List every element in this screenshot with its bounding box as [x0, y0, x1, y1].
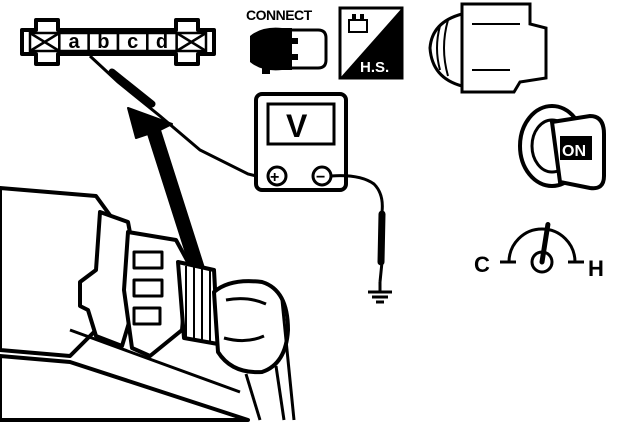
ignition-switch-icon: ON: [518, 104, 606, 191]
positive-probe: [108, 68, 156, 108]
connector-pin-a: a: [68, 31, 80, 53]
positive-test-lead: [88, 54, 266, 180]
temperature-sensor-assembly: [0, 186, 296, 422]
voltmeter: V + −: [254, 92, 348, 192]
gauge-cold-label: C: [474, 252, 490, 277]
connect-label: CONNECT: [246, 7, 313, 23]
negative-test-lead: [330, 174, 384, 283]
negative-terminal-label: −: [316, 169, 325, 186]
gauge-hot-label: H: [588, 256, 604, 281]
positive-terminal: [266, 165, 288, 187]
ground-icon: [368, 282, 392, 304]
temperature-gauge: C H: [474, 222, 604, 281]
engine-icon: [428, 2, 548, 94]
positive-terminal-label: +: [270, 169, 279, 186]
connector-blank-mark-0: [29, 31, 60, 53]
gauge-needle: [539, 222, 551, 265]
ignition-key-label: ON: [562, 143, 586, 160]
voltmeter-display: V: [286, 108, 308, 144]
connector-blank-mark-5: [176, 31, 207, 53]
hs-warning-icon: H.S.: [338, 6, 404, 80]
connector-pin-b: b: [97, 31, 109, 53]
negative-probe: [377, 210, 386, 266]
hs-label: H.S.: [360, 59, 389, 76]
connector-pin-c: c: [127, 31, 138, 53]
connect-icon: CONNECT: [246, 7, 328, 74]
connector-pin-d: d: [156, 31, 168, 53]
